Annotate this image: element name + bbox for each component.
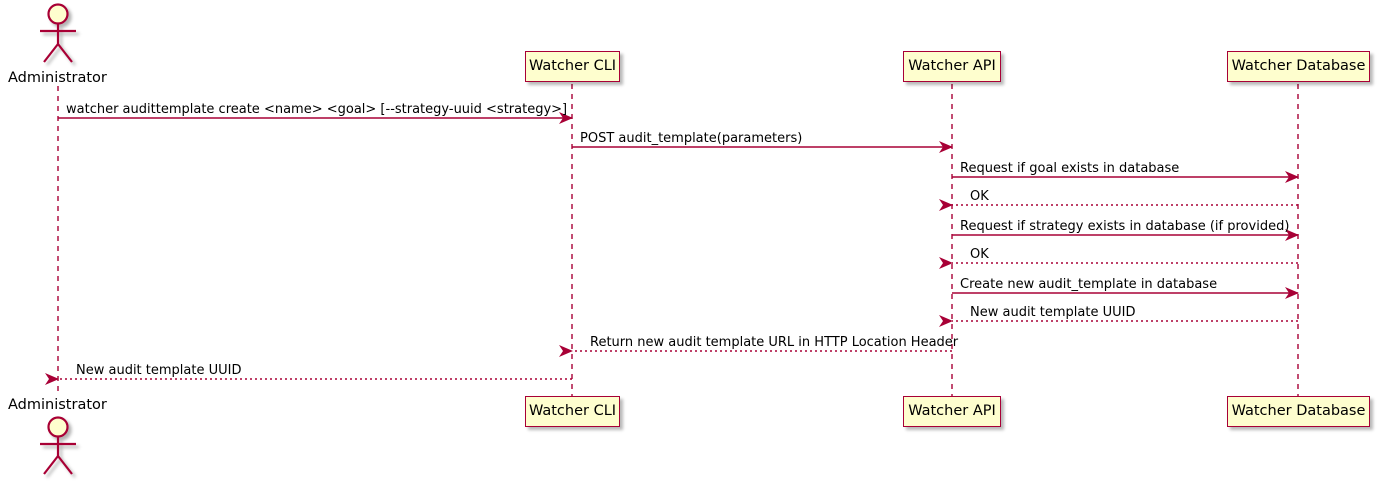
participant-label: Watcher Database: [1231, 58, 1366, 75]
message-label-8: New audit template UUID: [970, 305, 1136, 320]
participant-label: Administrator: [8, 70, 107, 86]
message-label-4: OK: [970, 189, 989, 204]
participant-box-watcher-api-top[interactable]: Watcher API: [903, 51, 1001, 82]
participant-box-watcher-cli-bottom[interactable]: Watcher CLI: [525, 396, 620, 427]
participant-label: Watcher API: [908, 403, 996, 420]
actor-administrator-top-icon: [40, 3, 76, 63]
participant-box-watcher-database-bottom[interactable]: Watcher Database: [1227, 396, 1370, 427]
message-label-5: Request if strategy exists in database (…: [960, 219, 1290, 234]
participant-label: Watcher API: [908, 58, 996, 75]
participant-label: Administrator: [8, 397, 107, 413]
participant-box-watcher-cli-top[interactable]: Watcher CLI: [525, 51, 620, 82]
actor-label-administrator-bottom: Administrator: [8, 398, 107, 413]
participant-box-watcher-api-bottom[interactable]: Watcher API: [903, 396, 1001, 427]
message-label-6: OK: [970, 247, 989, 262]
actor-label-administrator-top: Administrator: [8, 71, 107, 86]
participant-label: Watcher CLI: [528, 403, 617, 420]
lifelines-group: [57, 84, 1299, 396]
actor-administrator-bottom-icon: [40, 416, 76, 475]
message-label-3: Request if goal exists in database: [960, 161, 1180, 176]
message-label-7: Create new audit_template in database: [960, 277, 1218, 292]
message-label-10: New audit template UUID: [76, 363, 242, 378]
message-label-9: Return new audit template URL in HTTP Lo…: [590, 335, 959, 350]
message-arrows-group: [45, 112, 1299, 385]
message-label-2: POST audit_template(parameters): [580, 131, 803, 146]
participant-box-watcher-database-top[interactable]: Watcher Database: [1227, 51, 1370, 82]
participant-label: Watcher CLI: [528, 58, 617, 75]
message-label-1: watcher audittemplate create <name> <goa…: [66, 102, 568, 117]
participant-label: Watcher Database: [1231, 403, 1366, 420]
